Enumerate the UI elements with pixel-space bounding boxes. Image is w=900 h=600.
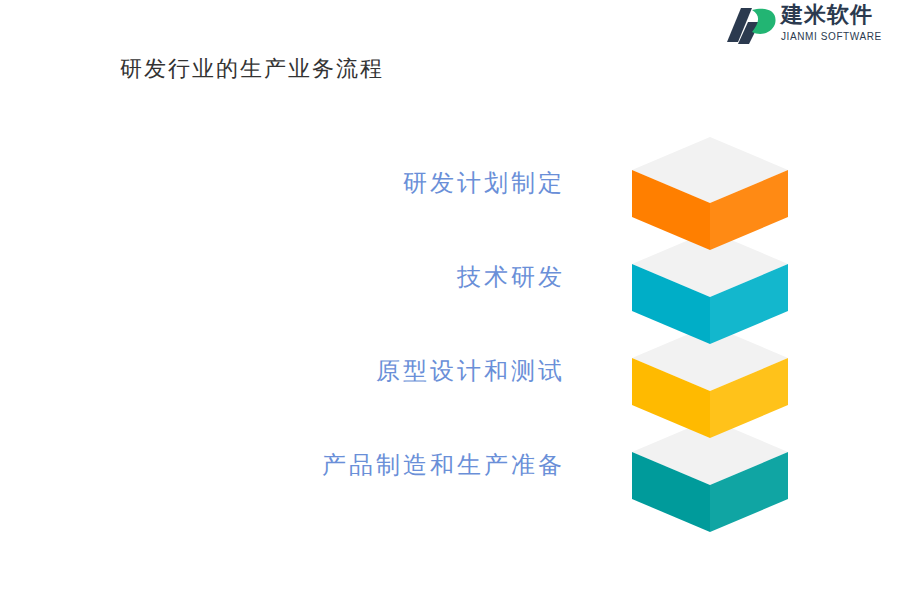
cube-stack [632, 137, 788, 532]
logo-subtitle: JIANMI SOFTWARE [781, 31, 882, 42]
step-node: 研发计划制定 [200, 161, 788, 205]
cube-shape [632, 137, 788, 250]
logo-name: 建米软件 [781, 0, 873, 30]
diagram-title: 研发行业的生产业务流程 [120, 54, 384, 84]
step-label: 原型设计和测试 [376, 355, 565, 387]
cube-left [632, 452, 710, 532]
step-label: 研发计划制定 [403, 167, 565, 199]
cube-right [710, 264, 788, 344]
cube-right [710, 358, 788, 438]
logo-icon [727, 8, 776, 44]
step-node: 技术研发 [200, 255, 788, 299]
step-label: 技术研发 [457, 261, 565, 293]
step-node: 产品制造和生产准备 [200, 443, 788, 487]
step-node: 原型设计和测试 [200, 349, 788, 393]
cube-right [710, 170, 788, 250]
step-label: 产品制造和生产准备 [322, 449, 565, 481]
cube-left [632, 264, 710, 344]
cube-right [710, 452, 788, 532]
cube-left [632, 358, 710, 438]
cube-left [632, 170, 710, 250]
